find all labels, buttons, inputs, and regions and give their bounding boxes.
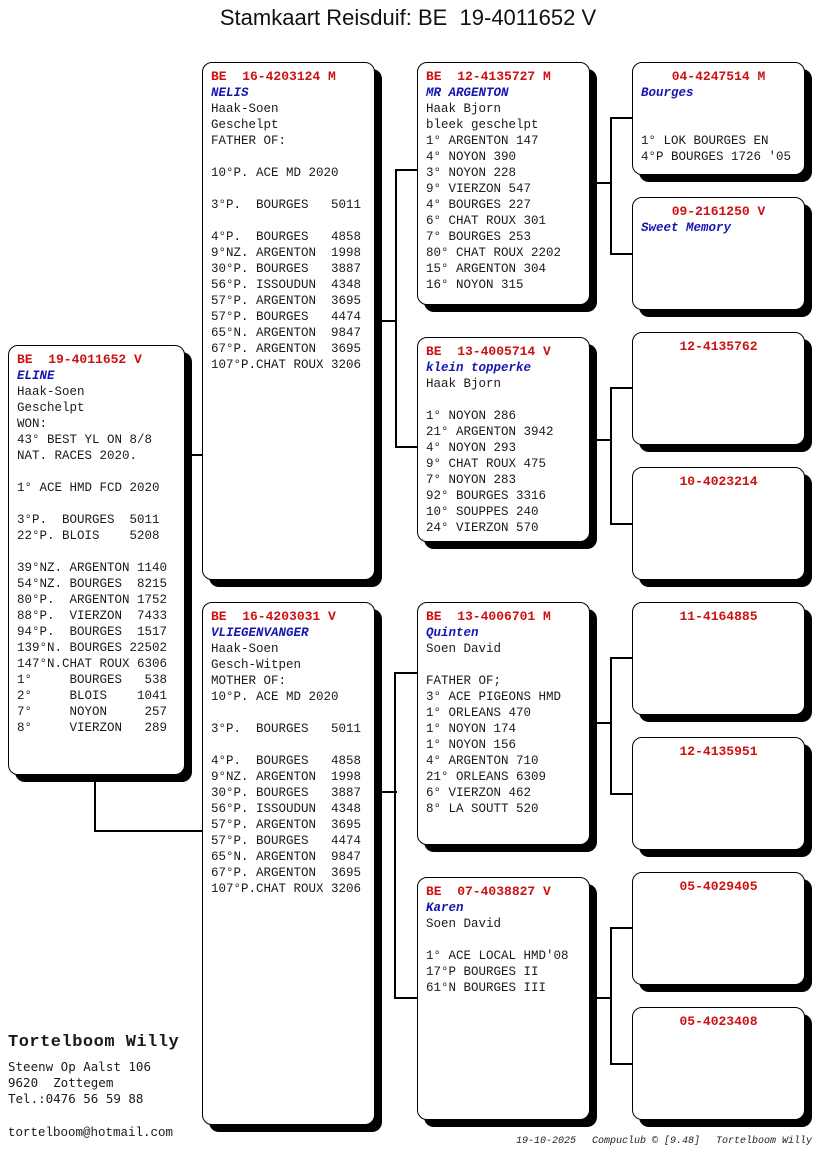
ring-number: BE 16-4203124 M xyxy=(211,69,336,84)
pigeon-name xyxy=(641,490,796,506)
owner-name: Tortelboom Willy xyxy=(8,1033,180,1052)
connector-damsire-bracket xyxy=(610,657,612,795)
ring-number: BE 07-4038827 V xyxy=(426,884,551,899)
connector-dam-bracket xyxy=(394,672,396,999)
connector-siredam-bracket xyxy=(610,387,612,525)
ring-number: 11-4164885 xyxy=(679,609,758,624)
printed-by: Tortelboom Willy xyxy=(715,1136,812,1147)
connector-siredam-exit xyxy=(590,439,612,441)
connector-to-gg3 xyxy=(610,387,633,389)
race-results: Haak Bjorn bleek geschelpt 1° ARGENTON 1… xyxy=(426,102,562,292)
owner-email: tortelboom@hotmail.com xyxy=(8,1126,174,1140)
connector-dam-to-damsire xyxy=(394,672,418,674)
connector-subject-dam-horizontal xyxy=(94,830,204,832)
ring-number: 12-4135762 xyxy=(679,339,758,354)
pedigree-box-dam-sire: BE 13-4006701 M Quinten Soen David FATHE… xyxy=(417,602,590,845)
pedigree-box-gg3: 12-4135762 xyxy=(632,332,805,445)
connector-to-gg6 xyxy=(610,793,633,795)
connector-dam-to-damdam xyxy=(394,997,418,999)
pedigree-box-gg1: 04-4247514 M Bourges 1° LOK BOURGES EN 4… xyxy=(632,62,805,175)
pedigree-box-sire-dam: BE 13-4005714 V klein topperke Haak Bjor… xyxy=(417,337,590,542)
ring-number: 09-2161250 V xyxy=(671,204,766,219)
race-results: Soen David FATHER OF; 3° ACE PIGEONS HMD… xyxy=(426,642,562,816)
pigeon-name: klein topperke xyxy=(426,361,532,375)
connector-to-gg7 xyxy=(610,927,633,929)
ring-number: 05-4023408 xyxy=(679,1014,758,1029)
race-results: Haak-Soen Geschelpt WON: 43° BEST YL ON … xyxy=(17,385,168,735)
connector-damdam-exit xyxy=(590,997,612,999)
connector-to-gg1 xyxy=(610,117,633,119)
connector-to-gg2 xyxy=(610,253,633,255)
pedigree-box-gg4: 10-4023214 xyxy=(632,467,805,580)
connector-sire-bracket xyxy=(395,169,397,448)
pedigree-box-gg2: 09-2161250 V Sweet Memory xyxy=(632,197,805,310)
connector-sire-exit xyxy=(375,320,397,322)
pedigree-box-sire-sire: BE 12-4135727 M MR ARGENTON Haak Bjorn b… xyxy=(417,62,590,305)
connector-sire-to-siresire xyxy=(395,169,418,171)
pedigree-box-gg8: 05-4023408 xyxy=(632,1007,805,1120)
ring-number: BE 19-4011652 V xyxy=(17,352,142,367)
ring-number: BE 13-4005714 V xyxy=(426,344,551,359)
ring-number: BE 12-4135727 M xyxy=(426,69,551,84)
pigeon-name: NELIS xyxy=(211,86,249,100)
connector-damsire-exit xyxy=(590,722,612,724)
pedigree-box-sire: BE 16-4203124 M NELIS Haak-Soen Geschelp… xyxy=(202,62,375,580)
race-results: Haak-Soen Geschelpt FATHER OF: 10°P. ACE… xyxy=(211,102,362,372)
pigeon-name xyxy=(641,760,796,776)
connector-sire-to-siredam xyxy=(395,446,418,448)
race-results: 1° LOK BOURGES EN 4°P BOURGES 1726 '05 xyxy=(641,134,792,164)
pigeon-name: Bourges xyxy=(641,86,694,100)
software-credit: Compuclub © [9.48] xyxy=(591,1136,700,1147)
pigeon-name: Karen xyxy=(426,901,464,915)
connector-to-gg8 xyxy=(610,1063,633,1065)
pigeon-name xyxy=(641,895,796,911)
ring-number: 05-4029405 xyxy=(679,879,758,894)
ring-number: BE 16-4203031 V xyxy=(211,609,336,624)
pedigree-box-dam: BE 16-4203031 V VLIEGENVANGER Haak-Soen … xyxy=(202,602,375,1125)
pigeon-name: VLIEGENVANGER xyxy=(211,626,309,640)
connector-subject-sire xyxy=(185,454,203,456)
pedigree-box-gg6: 12-4135951 xyxy=(632,737,805,850)
connector-damdam-bracket xyxy=(610,927,612,1065)
connector-to-gg5 xyxy=(610,657,633,659)
connector-dam-exit xyxy=(375,791,397,793)
pigeon-name: MR ARGENTON xyxy=(426,86,509,100)
pigeon-name xyxy=(641,355,796,371)
pedigree-box-subject: BE 19-4011652 V ELINE Haak-Soen Geschelp… xyxy=(8,345,185,775)
connector-siresire-bracket xyxy=(610,117,612,255)
print-info: 19-10-2025 Compuclub © [9.48] Tortelboom… xyxy=(516,1136,812,1147)
pigeon-name xyxy=(641,1030,796,1046)
pedigree-box-gg7: 05-4029405 xyxy=(632,872,805,985)
pedigree-box-gg5: 11-4164885 xyxy=(632,602,805,715)
connector-siresire-exit xyxy=(590,182,612,184)
ring-number: BE 13-4006701 M xyxy=(426,609,551,624)
page-title: Stamkaart Reisduif: BE 19-4011652 V xyxy=(219,5,597,30)
pigeon-name: Sweet Memory xyxy=(641,221,732,235)
race-results: Haak Bjorn 1° NOYON 286 21° ARGENTON 394… xyxy=(426,377,554,535)
pigeon-name: Quinten xyxy=(426,626,479,640)
race-results: Haak-Soen Gesch-Witpen MOTHER OF: 10°P. … xyxy=(211,642,362,896)
ring-number: 12-4135951 xyxy=(679,744,758,759)
pigeon-name xyxy=(641,625,796,641)
owner-address: Steenw Op Aalst 106 9620 Zottegem Tel.:0… xyxy=(8,1059,151,1106)
print-date: 19-10-2025 xyxy=(515,1136,576,1147)
connector-to-gg4 xyxy=(610,523,633,525)
race-results: Soen David 1° ACE LOCAL HMD'08 17°P BOUR… xyxy=(426,917,569,995)
ring-number: 04-4247514 M xyxy=(671,69,766,84)
pigeon-name: ELINE xyxy=(17,369,55,383)
ring-number: 10-4023214 xyxy=(679,474,758,489)
pedigree-box-dam-dam: BE 07-4038827 V Karen Soen David 1° ACE … xyxy=(417,877,590,1120)
connector-subject-dam-vertical xyxy=(94,774,96,832)
